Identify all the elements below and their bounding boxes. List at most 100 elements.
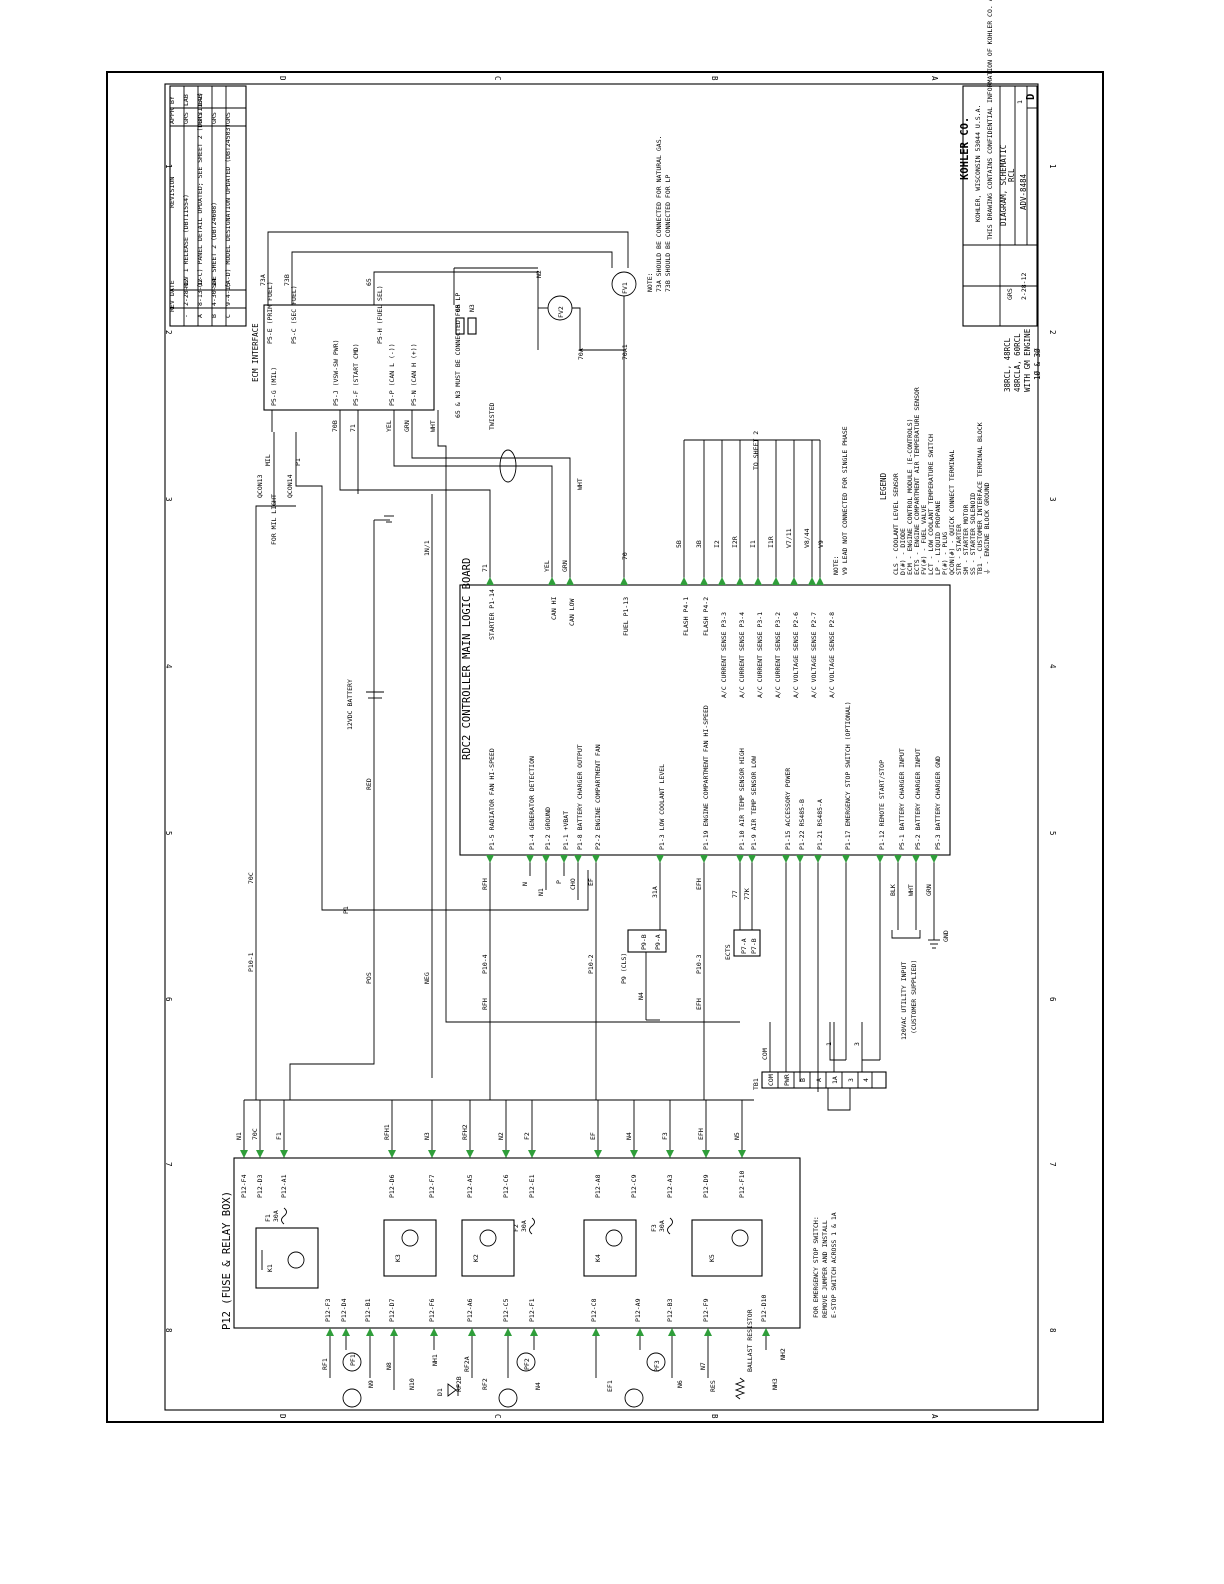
model-line: 38RCL, 48RCL	[1003, 337, 1012, 392]
rev-cell: GRS	[210, 112, 218, 124]
inner-border	[164, 83, 1039, 1411]
revision-block: REV DATE REVISION BY APPR - 2-28-12 REV …	[168, 85, 247, 327]
fuse-name: F1	[264, 1214, 272, 1222]
pin-arrow	[502, 1150, 510, 1158]
controller-pin-top: A/C VOLTAGE SENSE P2-8	[828, 612, 836, 698]
zone-number: 2	[164, 330, 173, 335]
confidential-note: THIS DRAWING CONTAINS CONFIDENTIAL INFOR…	[986, 0, 994, 240]
utility-input-line: 120VAC UTILITY INPUT	[900, 962, 908, 1040]
bottom-wire: NH2	[779, 1348, 787, 1360]
pin-arrow	[466, 1150, 474, 1158]
fuel-note-line: 73A SHOULD BE CONNECTED FOR NATURAL GAS.	[655, 135, 663, 292]
legend-item: LP - LIQUID PROPANE	[934, 501, 942, 575]
wire-label: N4	[637, 992, 645, 1000]
zone-number: 4	[1048, 664, 1057, 669]
bottom-wire: N9	[367, 1380, 375, 1388]
zone-letter: C	[493, 1414, 502, 1419]
cls-connector: P9 (CLS) P9-B P9-A N4	[620, 929, 667, 1021]
bottom-wire: N4	[534, 1382, 542, 1390]
pin-arrow	[342, 1328, 350, 1336]
ballast-label: BALLAST RESISTOR	[746, 1309, 754, 1372]
to-sheet-label: TO SHEET 2	[752, 431, 760, 470]
wire-label: N3	[468, 304, 476, 312]
bottom-wire: PF2	[523, 1358, 531, 1370]
tb1-term: A	[815, 1078, 823, 1082]
rev-cell: C	[224, 314, 232, 318]
model-line: 1Ø & 3Ø	[1033, 348, 1042, 380]
pin-arrow	[542, 855, 550, 863]
tb1-label: TB1	[752, 1078, 760, 1090]
fuel-note: NOTE: 73A SHOULD BE CONNECTED FOR NATURA…	[646, 135, 672, 292]
pin-arrow	[718, 577, 726, 585]
p12-top-wire: N2	[497, 1132, 505, 1140]
wire-label: P10-1	[247, 952, 255, 972]
wire-label: RFH	[481, 878, 489, 890]
relay-k1	[255, 1227, 319, 1289]
wire-label: GRN	[561, 560, 569, 572]
ecm-pin: P5-E (PRIM FUEL)	[266, 281, 274, 344]
p12-bottom-pin: P12-F9	[702, 1298, 710, 1322]
rev-cell: 2-28-12	[182, 279, 190, 306]
p12-bottom-pin: P12-C5	[502, 1298, 510, 1322]
v9-note: NOTE: V9 LEAD NOT CONNECTED FOR SINGLE P…	[832, 426, 849, 575]
legend-item: ECTS - ENGINE COMPARTMENT AIR TEMPERATUR…	[913, 387, 921, 575]
legend-item: ⏚ - ENGINE BLOCK GROUND	[983, 482, 991, 575]
ecm-pin: P5-J (VSW-SW PWR)	[332, 339, 340, 406]
v9-note-line: V9 LEAD NOT CONNECTED FOR SINGLE PHASE	[841, 426, 849, 575]
rev-cell: GRS	[224, 112, 232, 124]
wire-label: P10-2	[587, 954, 595, 974]
pin-arrow	[240, 1150, 248, 1158]
pin-arrow	[560, 855, 568, 863]
controller-pin-top: A/C CURRENT SENSE P3-1	[756, 612, 764, 698]
p12-top-wire: N1	[235, 1132, 243, 1140]
wire-label: I1R	[767, 536, 775, 548]
pin-arrow	[594, 1150, 602, 1158]
pin-arrow	[280, 1150, 288, 1158]
controller-pin-bottom: P1-10 AIR TEMP SENSOR HIGH	[738, 748, 746, 850]
zone-number: 8	[164, 1328, 173, 1333]
pin-arrow	[668, 1328, 676, 1336]
fan-motor-pf2	[516, 1352, 536, 1372]
p12-top-pin: P12-E1	[528, 1174, 536, 1198]
pin-arrow	[428, 1150, 436, 1158]
relay-label: K1	[266, 1264, 274, 1272]
zone-number: 2	[1048, 330, 1057, 335]
legend-item: QCON(#) - QUICK CONNECT TERMINAL	[948, 450, 956, 575]
p1-label: P1	[294, 458, 302, 466]
wire-label: 71	[349, 424, 357, 432]
mil-light-label: FOR MIL LIGHT	[270, 494, 278, 545]
ecm-title: ECM INTERFACE	[251, 323, 260, 382]
bottom-devices: RF1 PF1 N9 N8 N10 NH1 D1 RF2B RF2A RF2 P…	[321, 1309, 787, 1408]
wire-label: 65	[454, 304, 462, 312]
zone-number: 6	[1048, 997, 1057, 1002]
pin-arrow	[656, 855, 664, 863]
wire-label: P10-4	[481, 954, 489, 974]
sheet-size: D	[1025, 94, 1037, 100]
wire-label: NEG	[423, 972, 431, 984]
legend-item: SM - STARTER MOTOR	[962, 504, 970, 575]
wire-label: 3B	[695, 540, 703, 548]
tb1-term: PWR	[783, 1074, 791, 1086]
p12-top-wire: F2	[523, 1132, 531, 1140]
fuse-rating: 30A	[272, 1210, 280, 1222]
wire-label: 70	[621, 552, 629, 560]
wire-label: 1	[825, 1042, 833, 1046]
ects-label: ECTS	[724, 944, 732, 960]
tb1-term: B	[799, 1078, 807, 1082]
controller-pin-bottom: P1-15 ACCESSORY POWER	[784, 768, 792, 850]
cls-pin: P9-A	[654, 934, 662, 950]
ecm-pin: P5-P (CAN L (-))	[388, 343, 396, 406]
tb1-term: 4	[862, 1078, 870, 1082]
controller-pin-bottom: P2-2 ENGINE COMPARTMENT FAN	[594, 744, 602, 850]
pin-arrow	[754, 577, 762, 585]
bottom-wire: N6	[676, 1380, 684, 1388]
ecm-pin: P5-N (CAN H (+))	[410, 343, 418, 406]
pin-arrow	[636, 1328, 644, 1336]
wire-label: WHT	[429, 420, 437, 432]
ects-pin: P7-B	[750, 938, 758, 954]
pin-arrow	[620, 577, 628, 585]
cls-label: P9 (CLS)	[620, 953, 628, 984]
utility-input: 120VAC UTILITY INPUT (CUSTOMER SUPPLIED)	[891, 930, 921, 1040]
ground-symbols: GND	[928, 930, 950, 949]
ecm-pin: P5-F (START CMD)	[352, 343, 360, 406]
